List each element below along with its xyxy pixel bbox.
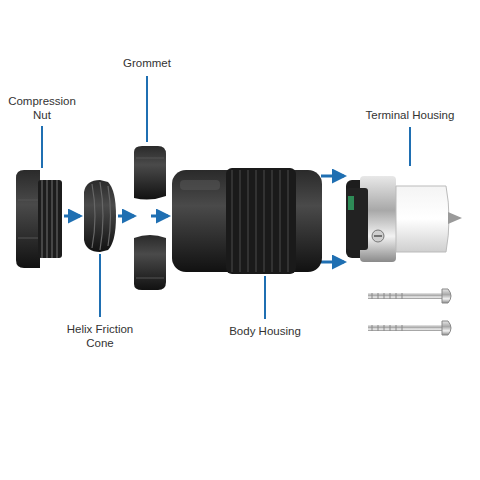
- body-housing: [172, 168, 322, 274]
- leader-line: [146, 76, 148, 142]
- terminal-housing: [346, 176, 462, 262]
- assembly-arrow: [321, 261, 344, 264]
- part-label: Grommet: [117, 56, 177, 70]
- leader-line: [409, 127, 411, 166]
- compression-nut: [16, 170, 62, 268]
- helix-friction-cone: [84, 180, 116, 252]
- part-label: Body Housing: [215, 324, 315, 338]
- part-label: Helix Friction Cone: [58, 322, 142, 350]
- assembly-arrow: [64, 215, 80, 218]
- assembly-arrow: [118, 215, 134, 218]
- leader-line: [99, 254, 101, 317]
- leader-line: [264, 276, 266, 319]
- assembly-arrow: [321, 175, 344, 178]
- grommet: [134, 146, 166, 290]
- part-label: Terminal Housing: [356, 108, 464, 122]
- screws: [368, 289, 451, 335]
- leader-lines: [42, 76, 410, 319]
- assembly-arrow: [151, 215, 168, 218]
- part-label: Compression Nut: [4, 94, 80, 122]
- leader-line: [41, 126, 43, 168]
